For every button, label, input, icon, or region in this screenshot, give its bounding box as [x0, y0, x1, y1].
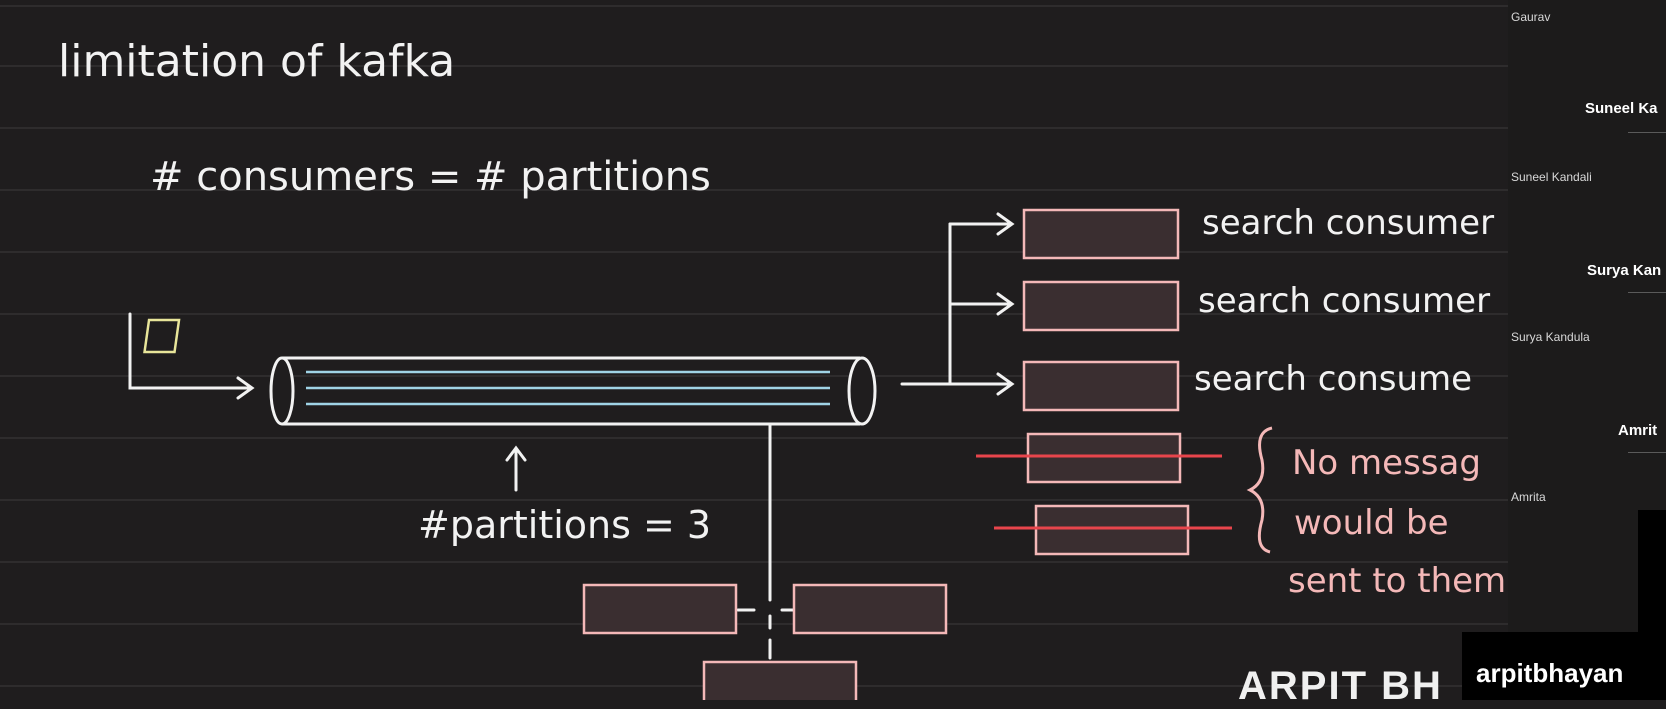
partitions-label: #partitions = 3	[418, 503, 711, 547]
fanout-arrows	[900, 212, 1015, 396]
participant-surya-name[interactable]: Surya Kandula	[1511, 330, 1590, 344]
note-line-1: No messag	[1292, 443, 1481, 483]
ruled-lines	[0, 5, 1508, 687]
note-line-3: sent to them	[1288, 561, 1506, 601]
participant-gaurav-name[interactable]: Gaurav	[1511, 10, 1551, 24]
equation-text: # consumers = # partitions	[150, 154, 711, 200]
participant-amrita-name[interactable]: Amrita	[1511, 490, 1546, 504]
partitions-pointer-arrow	[505, 445, 527, 492]
whiteboard-drawing: limitation of kafka # consumers = # part…	[0, 5, 1508, 700]
topic-pipe	[269, 356, 877, 426]
idle-consumer-box-2	[1034, 504, 1190, 556]
brand-overlay: arpitbhayan	[1462, 632, 1666, 700]
board-title: limitation of kafka	[58, 36, 455, 87]
idle-consumer-box-1	[1026, 432, 1182, 484]
lower-box-left	[582, 583, 738, 635]
consumer-box-1	[1022, 208, 1180, 260]
consumer-label-1: search consumer	[1202, 203, 1494, 243]
note-line-2: would be	[1294, 503, 1449, 543]
tile-divider	[1628, 452, 1666, 453]
consumer-label-3: search consume	[1194, 359, 1472, 399]
producer-arrow	[128, 312, 255, 400]
tile-divider	[1628, 292, 1666, 293]
consumer-box-3	[1022, 360, 1180, 412]
participant-suneel-name[interactable]: Suneel Kandali	[1511, 170, 1592, 184]
consumer-label-2: search consumer	[1198, 281, 1490, 321]
brand-handle: arpitbhayan	[1476, 658, 1624, 688]
participant-suneel-tile-name[interactable]: Suneel Ka	[1585, 100, 1658, 117]
message-square	[143, 318, 181, 354]
participant-surya-tile-name[interactable]: Surya Kan	[1587, 262, 1662, 279]
participant-amrita-tile-name[interactable]: Amrit	[1618, 422, 1658, 439]
consumer-box-2	[1022, 280, 1180, 332]
brace-icon	[1246, 426, 1273, 554]
lower-box-right	[792, 583, 948, 635]
lower-box-bottom	[702, 660, 858, 700]
tile-divider	[1628, 132, 1666, 133]
lower-connector	[736, 422, 798, 660]
strike-lines	[976, 454, 1232, 530]
lower-boxes	[582, 583, 948, 700]
whiteboard-canvas: limitation of kafka # consumers = # part…	[0, 5, 1508, 708]
watermark-text: ARPIT BH	[1238, 664, 1443, 708]
consumer-boxes	[1022, 208, 1190, 556]
